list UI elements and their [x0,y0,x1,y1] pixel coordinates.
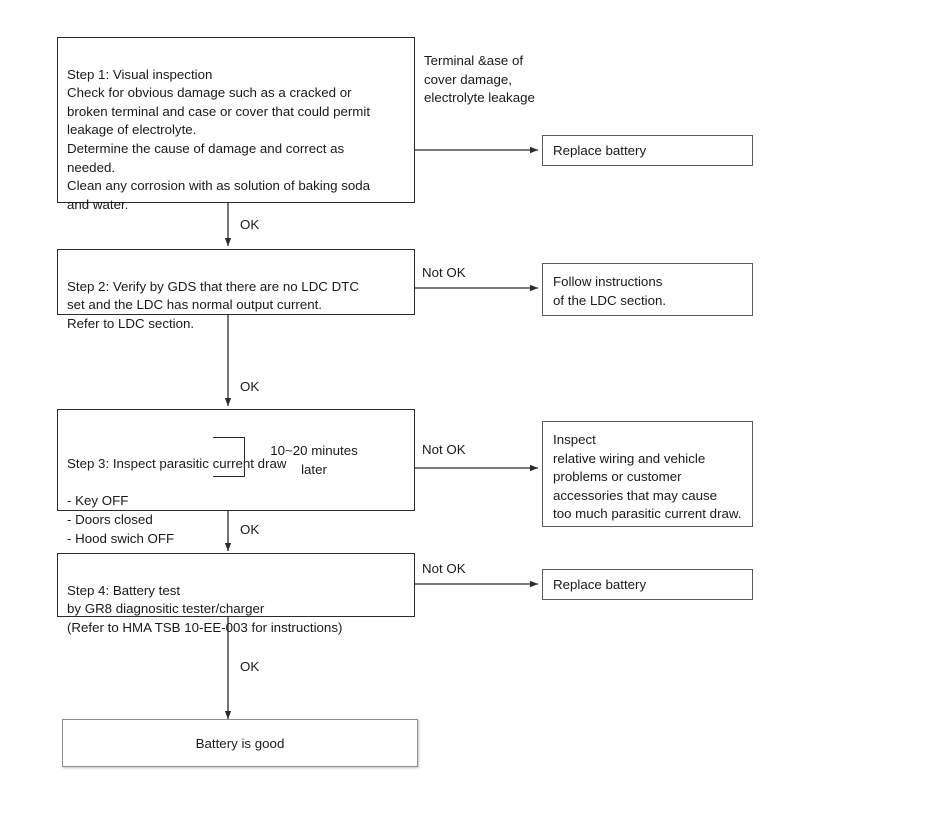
result-text: Battery is good [195,735,285,751]
outcome-inspect-wiring-text: Inspect relative wiring and vehicle prob… [553,432,742,522]
flow-label-step4-result: OK [240,659,260,674]
step-3-list: - Key OFF - Doors closed - Hood swich OF… [67,493,175,546]
step-2-text: Step 2: Verify by GDS that there are no … [67,278,359,331]
step-3-heading: Step 3: Inspect parasitic current draw [67,456,287,472]
outcome-replace-battery-2-text: Replace battery [553,577,647,592]
result-box[interactable]: Battery is good [62,719,418,767]
outcome-follow-ldc[interactable]: Follow instructions of the LDC section. [542,263,753,316]
step-4-box[interactable]: Step 4: Battery test by GR8 diagnositic … [57,553,415,635]
outcome-inspect-wiring[interactable]: Inspect relative wiring and vehicle prob… [542,421,753,527]
outcome-follow-ldc-text: Follow instructions of the LDC section. [553,274,667,308]
branch-label-step3-not-ok: Not OK [422,442,466,457]
step-3-timing-note: 10~20 minutes later [270,443,358,477]
step-1-text: Step 1: Visual inspection Check for obvi… [67,66,371,212]
step-1-condition-annotation: Terminal &ase of cover damage, electroly… [424,53,535,106]
branch-label-step2-not-ok: Not OK [422,265,466,280]
step-4-text: Step 4: Battery test by GR8 diagnositic … [67,582,343,635]
outcome-replace-battery-1[interactable]: Replace battery [542,135,753,166]
outcome-replace-battery-2[interactable]: Replace battery [542,569,753,600]
branch-label-step4-not-ok: Not OK [422,561,466,576]
step-2-box[interactable]: Step 2: Verify by GDS that there are no … [57,249,415,331]
flow-label-step3-step4: OK [240,522,260,537]
step-3-timing-bracket [213,437,245,477]
flow-label-step2-step3: OK [240,379,260,394]
flow-label-step1-step2: OK [240,217,260,232]
step-1-box[interactable]: Step 1: Visual inspection Check for obvi… [57,37,415,212]
outcome-replace-battery-1-text: Replace battery [553,143,647,158]
